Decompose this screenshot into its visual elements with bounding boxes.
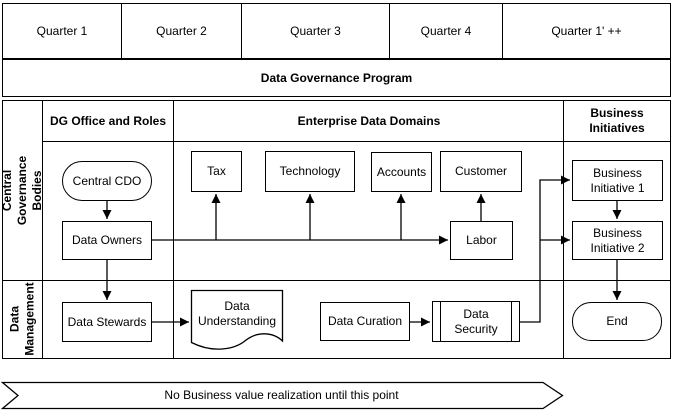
- arrow-data-security-to-business-initiative-1: [520, 175, 570, 323]
- node-end-label: End: [606, 314, 628, 328]
- quarter-cell-3: Quarter 3: [242, 4, 390, 58]
- column-divider-edd-bi: [563, 101, 564, 358]
- node-data-security-label: Data Security: [454, 306, 498, 336]
- column-divider-dgoffice-edd: [173, 101, 174, 358]
- data-security-inner-bar-left: [440, 302, 441, 341]
- banner-text-container: No Business value realization until this…: [20, 382, 543, 409]
- column-header-dg-office-label: DG Office and Roles: [49, 113, 167, 128]
- node-data-owners: Data Owners: [62, 221, 152, 260]
- data-understanding-document-shape: [190, 289, 284, 350]
- program-title-box: Data Governance Program: [2, 59, 671, 97]
- node-technology: Technology: [265, 151, 355, 192]
- node-data-understanding-label: Data Understanding: [197, 299, 277, 328]
- quarter-cell-1: Quarter 1: [3, 4, 122, 58]
- node-data-curation: Data Curation: [320, 302, 410, 341]
- node-central-cdo: Central CDO: [62, 161, 152, 201]
- quarter-2-label: Quarter 2: [156, 24, 207, 38]
- lane-row-divider: [3, 280, 670, 281]
- node-labor: Labor: [450, 221, 513, 260]
- lane-label-column-divider: [42, 101, 43, 358]
- quarter-3-label: Quarter 3: [290, 24, 341, 38]
- node-data-curation-label: Data Curation: [327, 314, 403, 328]
- quarter-1-label: Quarter 1: [36, 24, 88, 38]
- node-business-initiative-2: Business Initiative 2: [572, 221, 663, 260]
- node-end: End: [572, 302, 662, 341]
- header-row-divider: [42, 141, 670, 142]
- node-tax-label: Tax: [207, 164, 226, 178]
- node-bi2-label: Business Initiative 2: [590, 225, 645, 255]
- node-data-stewards: Data Stewards: [62, 302, 152, 342]
- quarter-4-label: Quarter 4: [420, 24, 472, 38]
- node-customer-label: Customer: [454, 164, 507, 178]
- quarter-5-label: Quarter 1' ++: [551, 24, 622, 38]
- quarter-cell-5: Quarter 1' ++: [503, 4, 670, 58]
- node-central-cdo-label: Central CDO: [72, 173, 142, 188]
- banner-text: No Business value realization until this…: [164, 388, 399, 402]
- node-data-understanding: Data Understanding: [192, 291, 282, 337]
- column-header-bi-label: Business Initiatives: [589, 106, 645, 135]
- data-security-inner-bar-right: [511, 302, 512, 341]
- quarter-cell-2: Quarter 2: [122, 4, 242, 58]
- node-data-owners-label: Data Owners: [71, 233, 143, 247]
- node-business-initiative-1: Business Initiative 1: [572, 160, 663, 201]
- node-accounts: Accounts: [371, 152, 432, 192]
- banner-step-arrow-shape: [0, 381, 564, 410]
- node-data-stewards-label: Data Stewards: [67, 314, 147, 329]
- column-header-edd-label: Enterprise Data Domains: [297, 113, 441, 128]
- node-data-security: Data Security: [432, 301, 520, 342]
- node-accounts-label: Accounts: [376, 164, 427, 179]
- program-title: Data Governance Program: [260, 70, 413, 85]
- timeline-row: Quarter 1 Quarter 2 Quarter 3 Quarter 4 …: [2, 3, 671, 59]
- node-technology-label: Technology: [279, 164, 341, 178]
- column-header-enterprise-data-domains: Enterprise Data Domains: [174, 101, 564, 141]
- column-header-dg-office: DG Office and Roles: [42, 101, 174, 141]
- node-tax: Tax: [191, 151, 242, 192]
- node-bi1-label: Business Initiative 1: [590, 165, 645, 195]
- column-header-business-initiatives: Business Initiatives: [564, 101, 670, 141]
- quarter-cell-4: Quarter 4: [390, 4, 503, 58]
- node-labor-label: Labor: [466, 233, 497, 247]
- node-customer: Customer: [440, 151, 522, 192]
